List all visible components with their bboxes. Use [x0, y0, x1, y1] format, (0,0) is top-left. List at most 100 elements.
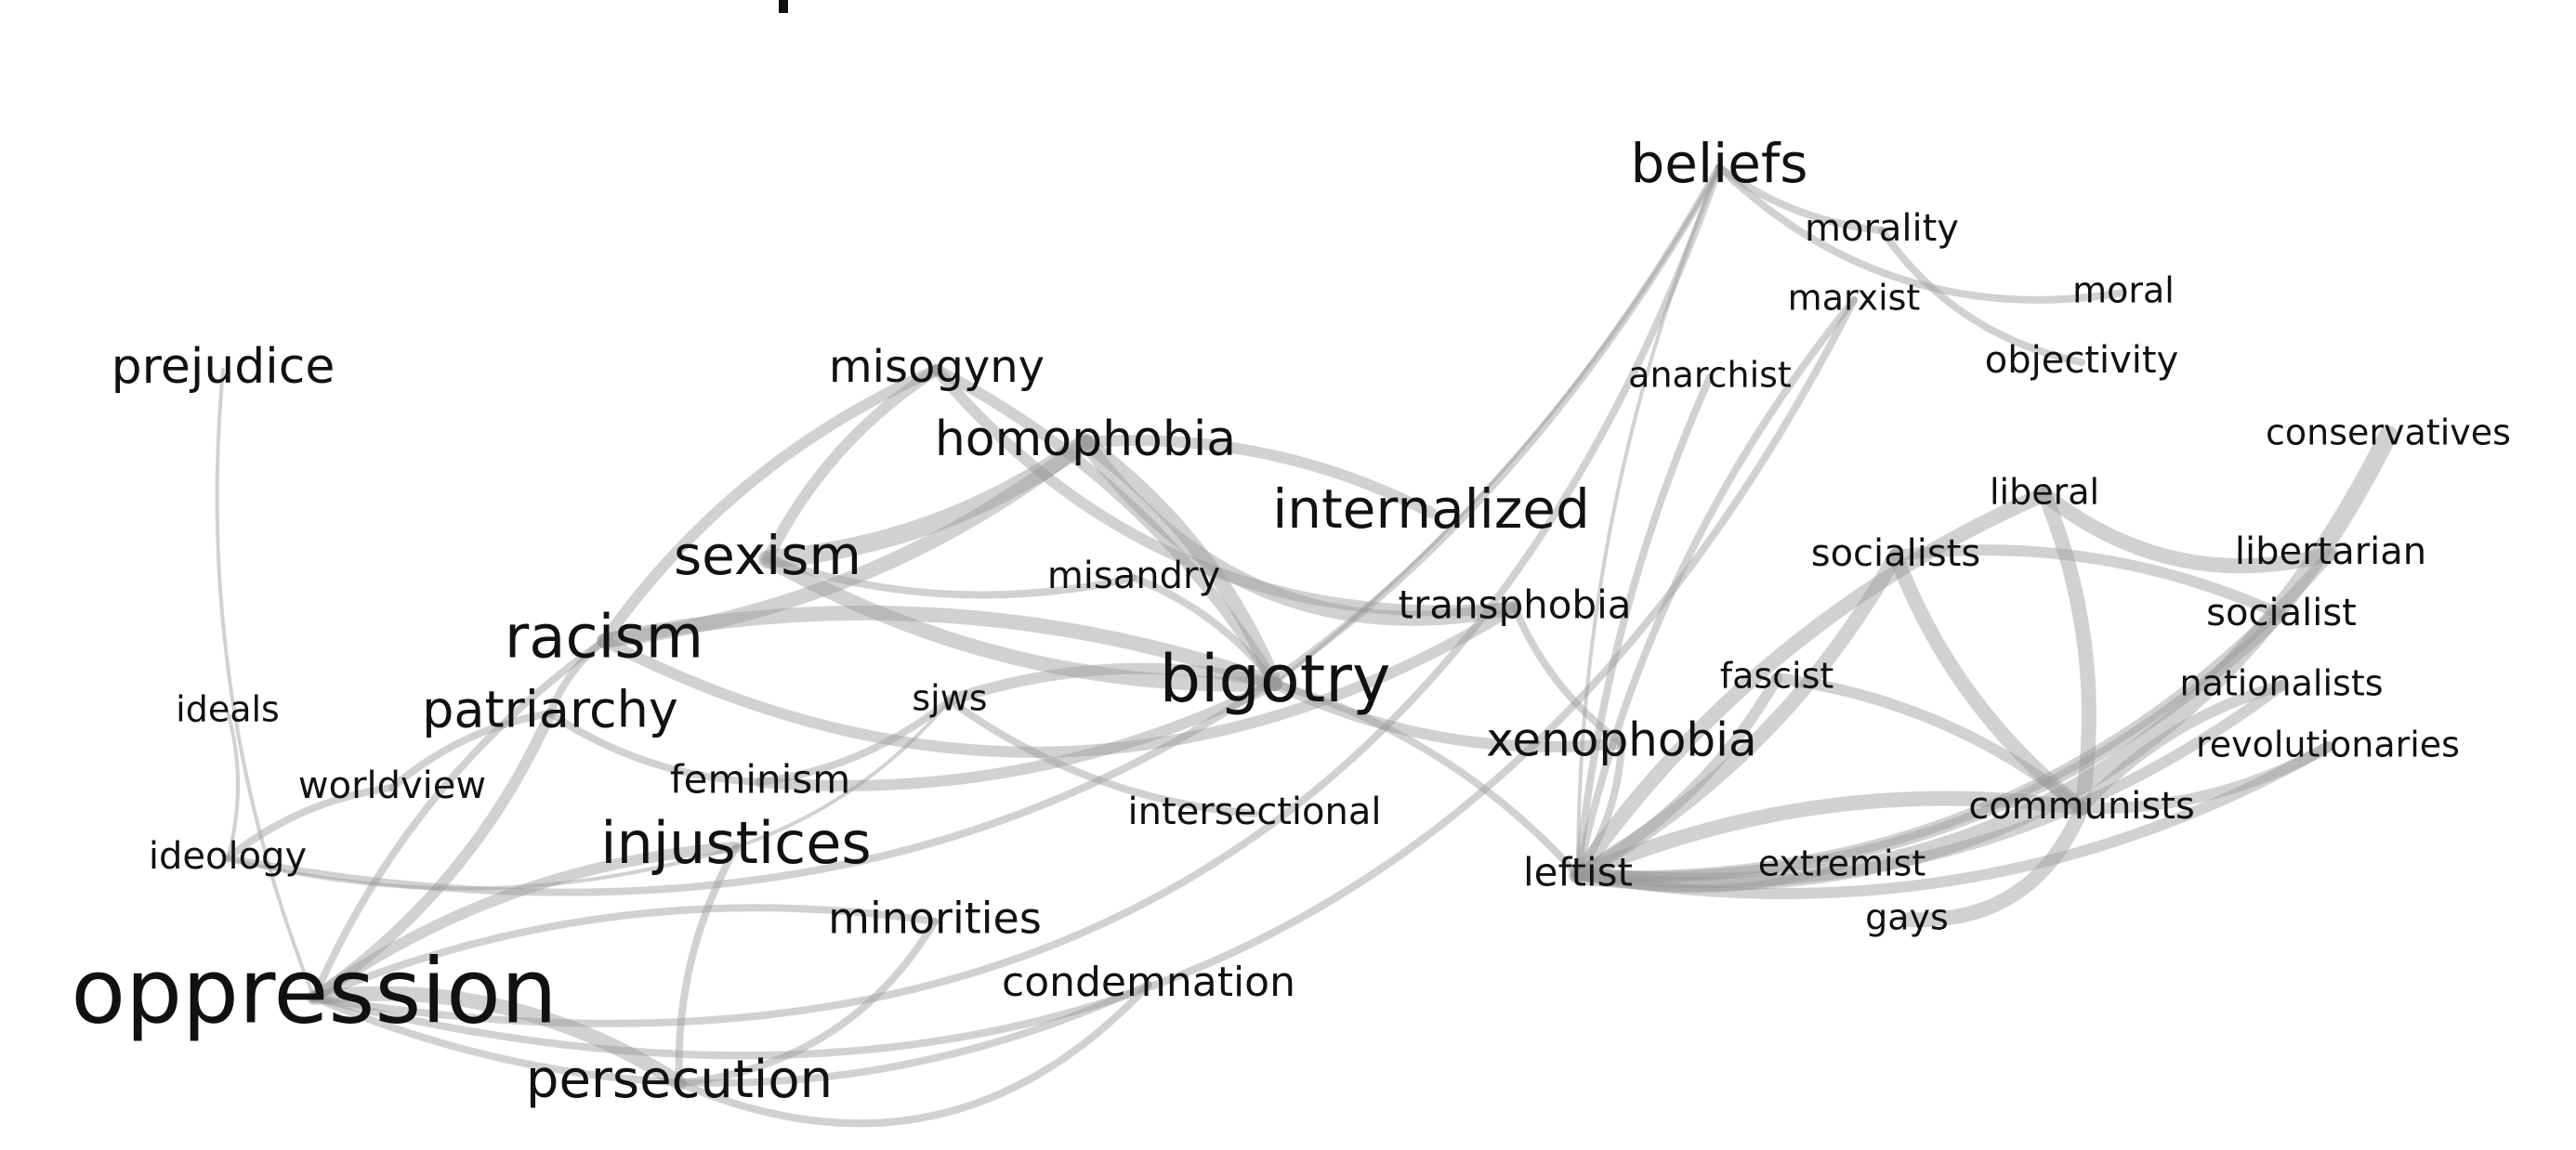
edge-ideology-beliefs	[224, 163, 1723, 896]
node-label-prejudice: prejudice	[112, 339, 335, 395]
node-label-socialists: socialists	[1811, 532, 1981, 575]
node-label-racism: racism	[505, 604, 703, 673]
edge-leftist-liberal	[1571, 487, 2052, 882]
edge-homophobia-internalized	[1080, 435, 1437, 518]
edge-communists-nationalists	[2076, 680, 2287, 814]
edge-communists-gays	[1899, 801, 2089, 928]
edge-oppression-minorities	[310, 904, 939, 1001]
edge-sjws-feminism	[756, 697, 953, 786]
node-label-misandry: misandry	[1047, 555, 1220, 597]
node-label-moral: moral	[2072, 270, 2175, 311]
edge-xenophobia-leftist	[1574, 739, 1625, 879]
node-label-oppression: oppression	[71, 939, 557, 1043]
edge-oppression-condemnation	[310, 981, 1152, 1087]
node-label-leftist: leftist	[1523, 850, 1633, 895]
node-label-liberal: liberal	[1990, 472, 2099, 513]
edge-socialists-socialist	[1890, 544, 2287, 621]
edge-leftist-communists	[1571, 791, 2089, 882]
node-label-libertarian: libertarian	[2235, 530, 2426, 573]
node-label-sjws: sjws	[912, 678, 987, 719]
node-label-patriarchy: patriarchy	[422, 681, 678, 739]
edge-liberal-communists	[2037, 487, 2096, 816]
edge-ideology-ideals	[226, 710, 240, 860]
node-label-feminism: feminism	[670, 757, 850, 803]
node-label-internalized: internalized	[1272, 477, 1590, 541]
edge-socialists-communists	[1888, 548, 2089, 816]
edge-sexism-homophobia	[758, 433, 1095, 568]
edge-bigotry-beliefs	[1273, 165, 1721, 686]
edge-ideology-worldview	[224, 784, 396, 862]
edge-oppression-marxist	[310, 296, 1858, 1060]
edge-marxist-leftist	[1574, 296, 1858, 879]
edge-morality-objectivity	[1878, 227, 2085, 366]
node-label-morality: morality	[1805, 207, 1959, 250]
edge-persecution-injustices	[675, 843, 740, 1087]
node-label-transphobia: transphobia	[1398, 582, 1631, 628]
edges-layer	[215, 163, 2398, 1128]
edge-sexism-misandry	[764, 555, 1137, 599]
node-label-conservatives: conservatives	[2266, 412, 2511, 453]
node-label-ideals: ideals	[176, 689, 280, 730]
node-label-revolutionaries: revolutionaries	[2196, 725, 2460, 765]
edge-injustices-sjws	[734, 699, 952, 849]
edge-leftist-nationalists	[1572, 680, 2287, 889]
node-label-persecution: persecution	[526, 1050, 833, 1110]
node-label-anarchist: anarchist	[1628, 355, 1792, 396]
edge-beliefs-leftist	[1575, 165, 1721, 877]
edge-beliefs-moral	[1715, 163, 2127, 304]
edge-fascist-communists	[1771, 673, 2087, 814]
edge-leftist-fascist	[1572, 673, 1782, 881]
node-label-intersectional: intersectional	[1128, 791, 1382, 833]
node-label-socialist: socialist	[2206, 592, 2357, 634]
edge-feminism-bigotry	[755, 678, 1281, 791]
node-label-minorities: minorities	[828, 894, 1042, 944]
edge-transphobia-xenophobia	[1511, 604, 1625, 747]
edge-oppression-beliefs	[310, 163, 1723, 1027]
node-label-marxist: marxist	[1788, 278, 1921, 319]
edge-leftist-socialists	[1571, 548, 1903, 882]
edge-oppression-patriarchy	[309, 708, 556, 1003]
node-label-worldview: worldview	[298, 764, 486, 807]
edge-sexism-misogyny	[762, 364, 942, 565]
edge-anarchist-leftist	[1574, 373, 1714, 879]
edge-leftist-libertarian	[1572, 548, 2336, 882]
node-label-ideology: ideology	[149, 835, 307, 878]
node-label-nationalists: nationalists	[2179, 663, 2383, 704]
clipped-title-fragment	[779, 0, 788, 13]
edge-sjws-bigotry	[944, 662, 1281, 706]
edge-sjws-intersectional	[946, 697, 1258, 817]
edge-racism-misogyny	[598, 364, 942, 647]
edge-communists-revolutionaries	[2076, 741, 2333, 815]
edge-homophobia-bigotry	[1078, 435, 1282, 691]
node-label-xenophobia: xenophobia	[1486, 713, 1756, 767]
edge-leftist-extremist	[1574, 862, 1846, 894]
edge-ideology-injustices	[226, 845, 738, 891]
edge-misogyny-bigotry	[931, 364, 1281, 689]
edge-leftist-revolutionaries	[1572, 741, 2333, 900]
edge-patriarchy-feminism	[546, 710, 764, 786]
edge-leftist-socialist	[1572, 609, 2287, 883]
node-label-objectivity: objectivity	[1985, 339, 2179, 382]
edge-oppression-persecution	[307, 986, 687, 1091]
edge-beliefs-morality	[1715, 163, 1886, 234]
edge-liberal-libertarian	[2037, 487, 2338, 574]
node-label-fascist: fascist	[1720, 656, 1834, 697]
node-label-misogyny: misogyny	[829, 341, 1045, 393]
edge-patriarchy-racism	[546, 637, 608, 717]
edge-leftist-conservatives	[1569, 425, 2398, 892]
node-label-homophobia: homophobia	[935, 412, 1236, 467]
edge-persecution-minorities	[676, 918, 939, 1087]
edge-oppression-prejudice	[215, 368, 316, 1000]
node-label-bigotry: bigotry	[1160, 641, 1391, 717]
nodes-layer: beliefs morality marxist moral objectivity an…	[71, 132, 2511, 1110]
edge-misandry-bigotry	[1130, 574, 1279, 687]
node-label-condemnation: condemnation	[1002, 959, 1295, 1006]
node-label-injustices: injustices	[600, 809, 871, 877]
node-label-beliefs: beliefs	[1630, 132, 1807, 195]
edge-persecution-condemnation	[676, 981, 1152, 1128]
edge-racism-bigotry	[597, 605, 1282, 691]
edge-homophobia-transphobia	[1078, 435, 1522, 626]
node-label-communists: communists	[1968, 785, 2195, 828]
